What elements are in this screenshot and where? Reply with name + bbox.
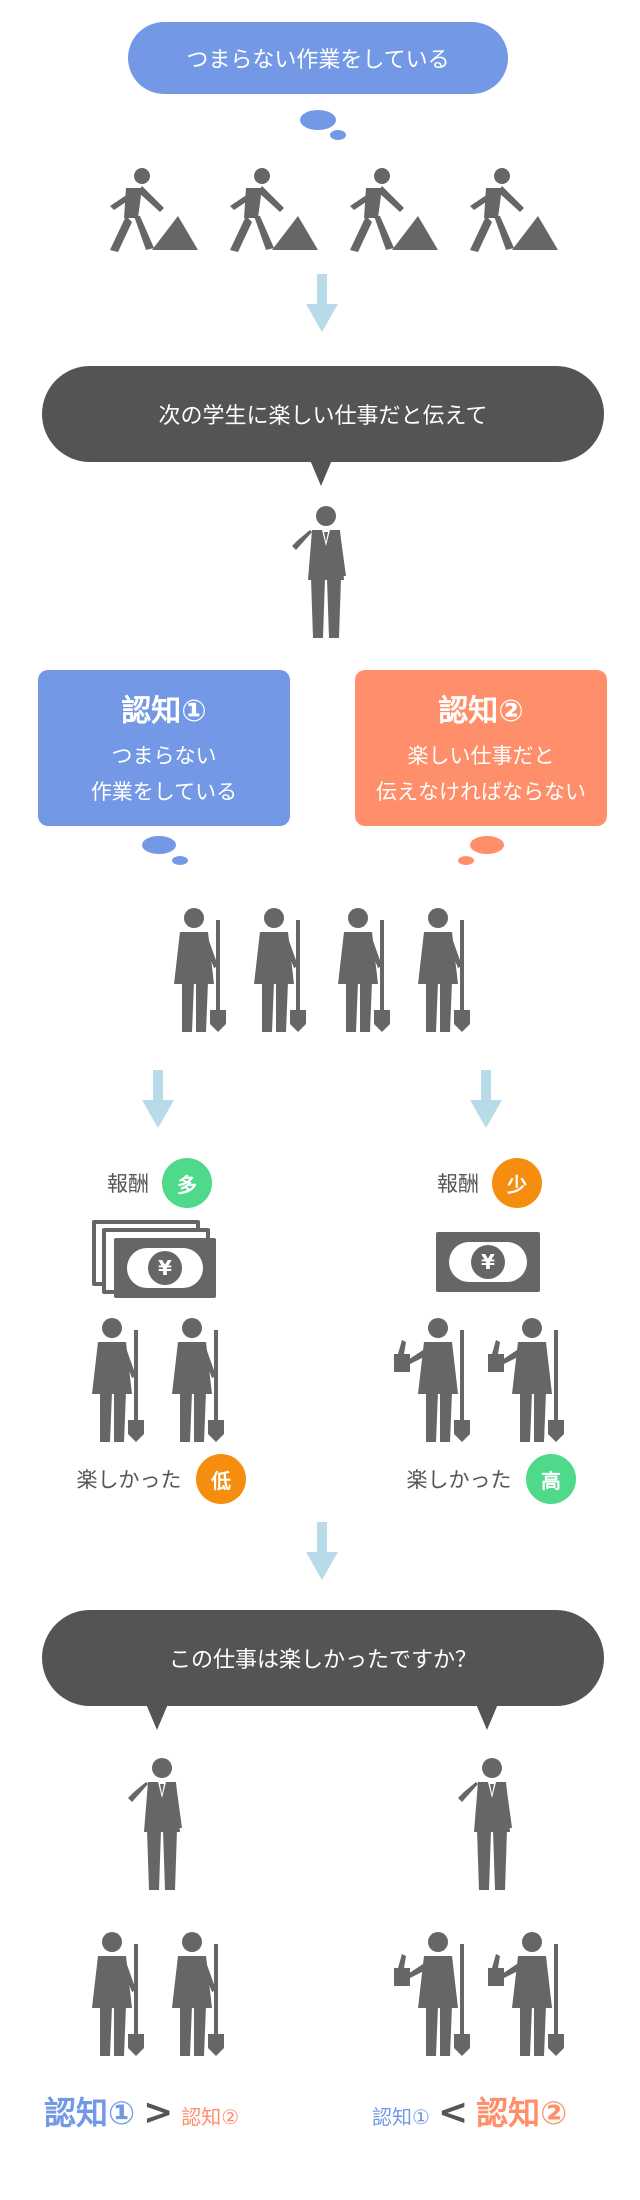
- thumbs-up-worker-figure: [394, 1318, 470, 1442]
- result-right-op: <: [437, 2092, 469, 2133]
- cognition-2-title: 認知②: [438, 694, 524, 729]
- boss-speech-2-text: この仕事は楽しかったですか？: [168, 1648, 477, 1673]
- result-left-op: >: [143, 2092, 174, 2133]
- thought-bubble-top: つまらない作業をしている: [128, 22, 508, 94]
- businessman-figure: [128, 1758, 182, 1890]
- yen-coin-icon: ¥: [148, 1251, 182, 1285]
- standing-worker-figure: [172, 1932, 224, 2056]
- thumbs-up-worker-figure: [488, 1932, 564, 2056]
- thought-dot-small: [330, 130, 346, 140]
- down-arrow: [306, 1522, 338, 1580]
- standing-worker-figure: [418, 908, 470, 1032]
- down-arrow: [470, 1070, 502, 1128]
- banknote-stack: ¥: [92, 1220, 222, 1304]
- cognition-1-title: 認知①: [121, 694, 207, 729]
- digger-figure: [230, 168, 318, 252]
- cognition-2-line1: 楽しい仕事だと: [407, 744, 555, 768]
- businessman-figure: [292, 506, 346, 638]
- thought-dot-small: [458, 856, 474, 865]
- boss-speech-bubble-2: この仕事は楽しかったですか？: [42, 1610, 604, 1706]
- left-reward-badge: 多: [162, 1158, 212, 1208]
- cognition-1-line1: つまらない: [111, 744, 217, 768]
- thought-dot-large: [300, 110, 336, 130]
- digger-figure: [350, 168, 438, 252]
- speech-tail: [146, 1704, 168, 1730]
- yen-coin-icon: ¥: [471, 1245, 505, 1279]
- cognition-2-line2: 伝えなければならない: [376, 780, 586, 804]
- thumbs-up-worker-figure: [488, 1318, 564, 1442]
- speech-tail: [476, 1704, 498, 1730]
- left-fun-badge: 低: [196, 1454, 246, 1504]
- right-fun-label: 楽しかった: [406, 1468, 512, 1492]
- standing-worker-figure: [338, 908, 390, 1032]
- result-right: 認知① < 認知②: [372, 2088, 632, 2148]
- thought-dot-large: [470, 836, 504, 854]
- right-reward-label: 報酬: [437, 1172, 479, 1196]
- left-fun-label: 楽しかった: [76, 1468, 182, 1492]
- result-left: 認知① > 認知②: [44, 2088, 304, 2148]
- thought-dot-small: [172, 856, 188, 865]
- cognition-2-card: 認知② 楽しい仕事だと 伝えなければならない: [355, 670, 607, 826]
- cognition-1-line2: 作業をしている: [90, 780, 238, 804]
- right-reward-badge: 少: [492, 1158, 542, 1208]
- cognition-1-card: 認知① つまらない 作業をしている: [38, 670, 290, 826]
- standing-worker-figure: [172, 1318, 224, 1442]
- speech-tail: [310, 460, 332, 486]
- standing-worker-figure: [92, 1932, 144, 2056]
- thought-dot-large: [142, 836, 176, 854]
- standing-worker-figure: [92, 1318, 144, 1442]
- result-left-big: 認知①: [44, 2094, 136, 2132]
- digger-figure: [470, 168, 558, 252]
- down-arrow: [142, 1070, 174, 1128]
- banknote: ¥: [436, 1232, 540, 1292]
- result-right-big: 認知②: [476, 2094, 568, 2132]
- standing-worker-figure: [174, 908, 226, 1032]
- down-arrow: [306, 274, 338, 332]
- result-left-small: 認知②: [181, 2105, 240, 2129]
- standing-worker-figure: [254, 908, 306, 1032]
- result-right-small: 認知①: [372, 2105, 430, 2129]
- thumbs-up-worker-figure: [394, 1932, 470, 2056]
- boss-speech-bubble-1: 次の学生に楽しい仕事だと伝えて: [42, 366, 604, 462]
- left-reward-label: 報酬: [107, 1172, 149, 1196]
- right-fun-badge: 高: [526, 1454, 576, 1504]
- digger-figure: [110, 168, 198, 252]
- businessman-figure: [458, 1758, 512, 1890]
- thought-bubble-top-text: つまらない作業をしている: [186, 48, 450, 73]
- boss-speech-1-text: 次の学生に楽しい仕事だと伝えて: [158, 404, 488, 429]
